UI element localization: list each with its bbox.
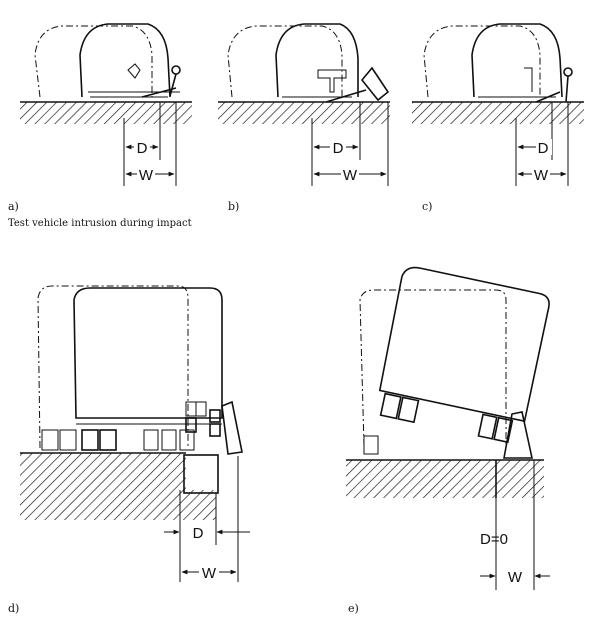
figure-caption: Test vehicle intrusion during impact [8,218,192,229]
dim-w-label: W [534,167,549,184]
vehicle-outline-before [359,289,507,447]
panel-b: D W b) [218,23,390,213]
vehicle-body [73,287,223,419]
dim-d-label: D=0 [480,531,508,548]
panel-label: e) [348,602,359,615]
vehicle-body [471,23,563,98]
dim-w-label: W [343,167,358,184]
dim-w-label: W [202,565,217,582]
panel-d: D W d) [8,285,250,615]
vehicle-body [378,266,550,444]
panel-label: b) [228,200,239,213]
ground-hatch [346,460,544,498]
ground-hatch [412,102,584,124]
dim-d-label: D [137,140,148,157]
vehicle-outline-before [34,25,153,98]
ground-hatch [20,453,216,520]
vehicle-outline-before [37,285,189,449]
vehicle-body [79,23,171,98]
dim-d-label: D [333,140,344,157]
wheels [41,429,195,451]
panel-label: a) [8,200,19,213]
vehicle-outline-before [423,25,541,98]
ground-hatch [20,102,192,124]
panel-e: D=0 W e) [346,266,550,615]
ground-hatch [218,102,390,124]
dim-d-label: D [538,140,549,157]
barrier-base [183,454,219,494]
panel-label: c) [422,200,432,213]
panel-c: D W c) [412,23,584,213]
concrete-barrier [503,411,533,459]
dim-w-label: W [508,569,523,586]
vehicle-body [275,23,359,98]
dim-w-label: W [139,167,154,184]
panel-a: D W a) [8,23,192,213]
dim-d-label: D [193,525,204,542]
vehicle-outline-before [227,25,343,98]
panel-label: d) [8,602,19,615]
